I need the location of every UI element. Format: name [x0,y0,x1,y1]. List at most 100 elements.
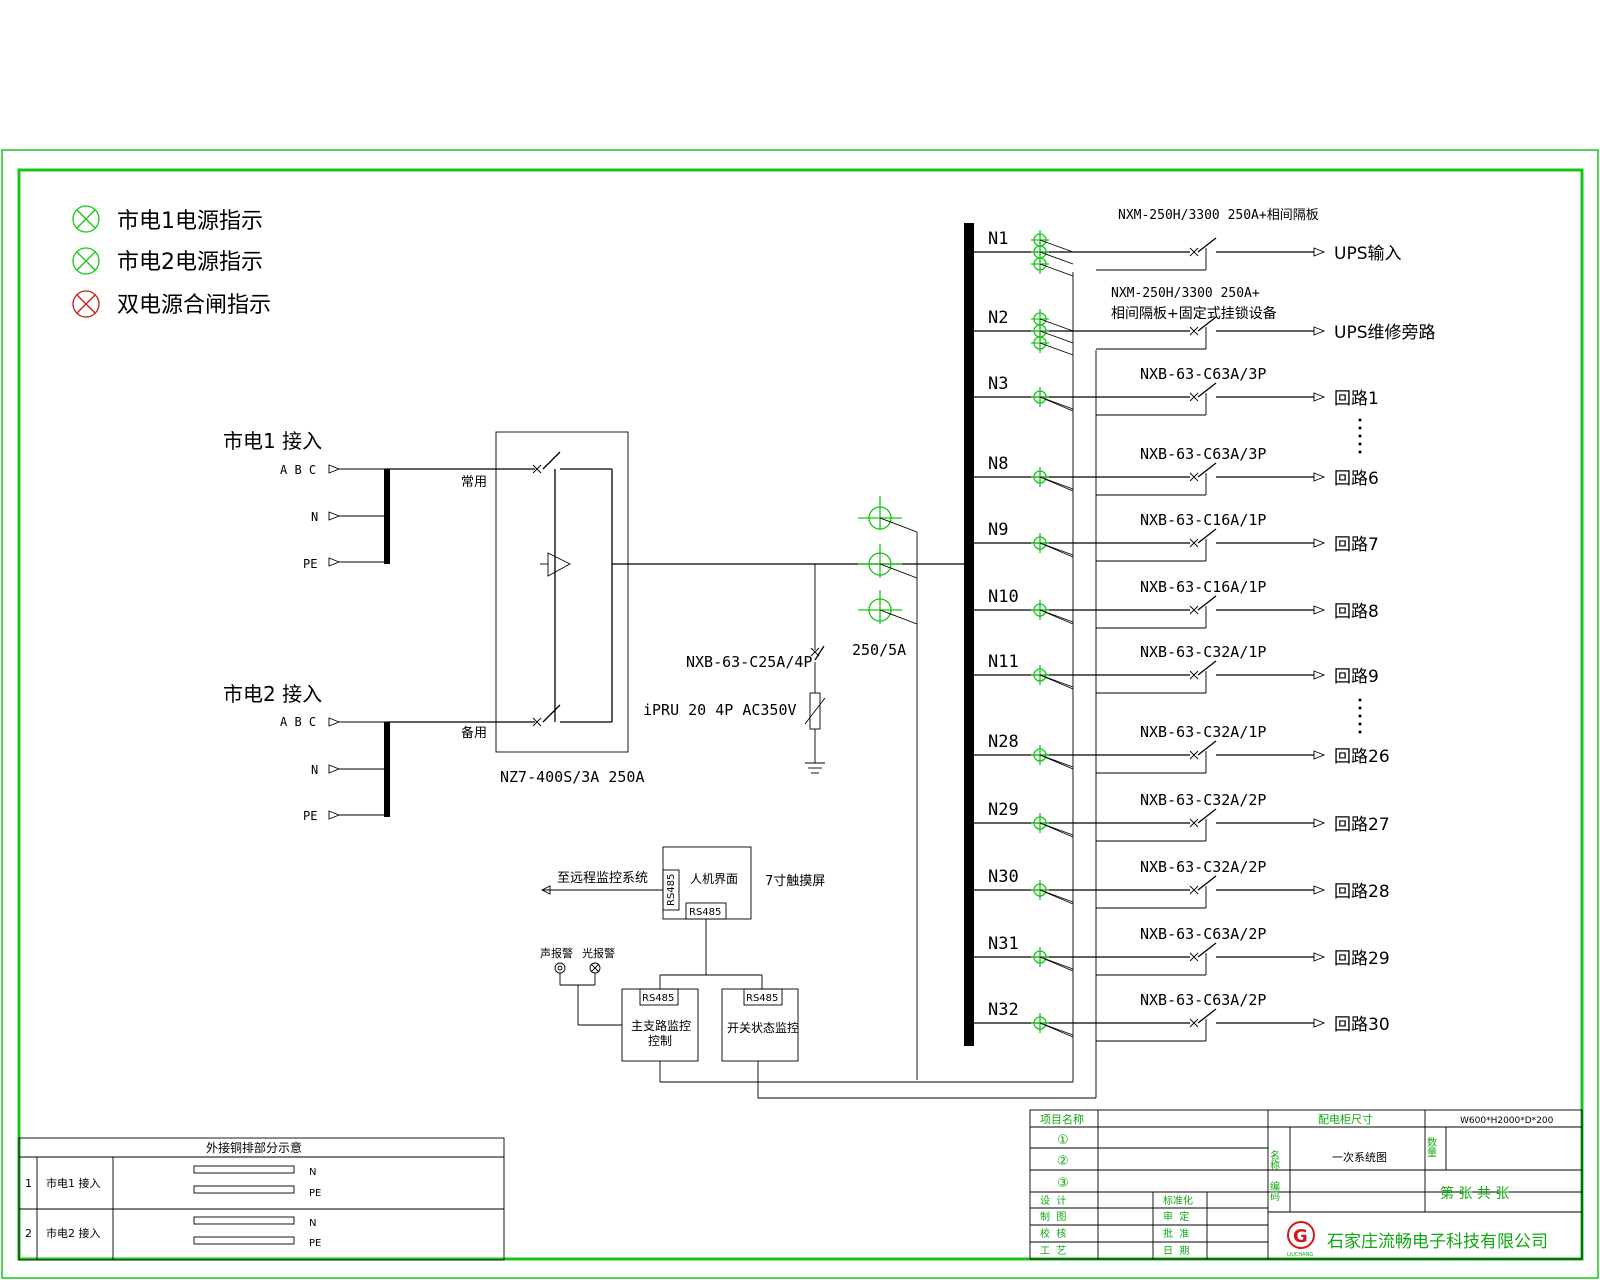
tb-circle3: ③ [1057,1176,1069,1191]
feeder-breaker-label: NXB-63-C32A/2P [1140,791,1266,809]
tb-standard: 标准化 [1163,1194,1193,1207]
outer-frame [1,149,1599,1279]
feeder-destination-label: 回路9 [1334,667,1379,687]
source2-title: 市电2 接入 [223,682,322,706]
feeder-N11: N11 NXB-63-C32A/1P 回路9 [969,643,1379,694]
tb-cabinet-size-label: 配电柜尺寸 [1318,1112,1373,1126]
monitoring-system: RS485 人机界面 RS485 7寸触摸屏 至远程监控系统 RS485 主支路… [540,846,825,1098]
screen-label: 7寸触摸屏 [765,874,825,889]
feeder-N8: N8 NXB-63-C63A/3P 回路6 [969,445,1379,496]
feeder-destination-label: 回路1 [1334,389,1379,409]
tb-circle2: ② [1057,1154,1069,1169]
busbar-row1-n: N [309,1167,316,1178]
feeder-breaker-label: NXB-63-C32A/2P [1140,858,1266,876]
tb-cabinet-size-value: W600*H2000*D*200 [1460,1116,1554,1126]
feeder-destination-label: 回路30 [1334,1015,1390,1035]
feeder-id-label: N32 [988,1000,1019,1020]
feeder-id-label: N28 [988,732,1019,752]
feeder-id-label: N8 [988,454,1008,474]
source2-abc: A B C [280,715,316,729]
busbar-row2-label: 市电2 接入 [46,1226,101,1240]
feeder-id-label: N31 [988,934,1019,954]
spd-arrester-label: iPRU 20 4P AC350V [643,701,797,719]
feeder-breaker-label: NXM-250H/3300 250A+相间隔板 [1118,208,1319,223]
tb-company: 石家庄流畅电子科技有限公司 [1327,1232,1548,1252]
feeder-N29: N29 NXB-63-C32A/2P 回路27 [969,791,1390,842]
hmi-label: 人机界面 [690,872,738,886]
busbar-table: 外接铜排部分示意 1 市电1 接入 N PE 2 市电2 接入 N PE [18,1137,505,1261]
feeder-breaker-label: NXB-63-C63A/3P [1140,365,1266,383]
legend-label-3: 双电源合闸指示 [117,293,271,318]
source2-n: N [311,763,318,777]
output-arrow-icon [1313,750,1326,760]
ats-switch: NZ7-400S/3A 250A [495,431,645,786]
source1-normal-label: 常用 [461,475,487,490]
tb-date: 日 期 [1163,1245,1189,1257]
tb-code-label: 编码 [1268,1180,1280,1202]
module2-label: 开关状态监控 [727,1021,799,1035]
feeder-breaker-label: NXB-63-C32A/1P [1140,643,1266,661]
inner-frame [17,168,1584,1261]
tb-sheet: 第 张 共 张 [1440,1185,1509,1202]
legend-lamp-icon-2 [72,247,100,275]
tb-draw: 制 图 [1040,1210,1066,1223]
source1-pe: PE [303,557,317,571]
feeder-id-label: N29 [988,800,1019,820]
company-logo-text: LIUCHANG [1287,1252,1313,1258]
source1-input: 市电1 接入 A B C N PE 常用 [223,429,535,571]
feeder-destination-label: 回路8 [1334,602,1379,622]
company-logo-icon: G LIUCHANG [1287,1221,1315,1258]
ct-ratio-label: 250/5A [852,641,906,659]
feeder-id-label: N3 [988,374,1008,394]
busbar-row2-pe: PE [309,1238,321,1249]
output-arrow-icon [1313,392,1326,402]
legend-lamp-icon-3 [72,290,100,318]
source2-backup-label: 备用 [461,725,487,741]
output-arrow-icon [1313,472,1326,482]
feeder-destination-label: 回路29 [1334,949,1390,969]
module1-port: RS485 [642,993,674,1004]
feeder-N3: N3 NXB-63-C63A/3P 回路1 [969,365,1379,416]
spd-branch: NXB-63-C25A/4P iPRU 20 4P AC350V [643,564,826,774]
feeder-breaker-label-2: 相间隔板+固定式挂锁设备 [1111,305,1277,322]
source1-title: 市电1 接入 [223,429,322,453]
feeder-N30: N30 NXB-63-C32A/2P 回路28 [969,858,1390,909]
feeder-destination-label: 回路28 [1334,882,1390,902]
feeder-breaker-label: NXM-250H/3300 250A+ [1111,286,1260,301]
tb-process: 工 艺 [1040,1245,1066,1257]
output-arrow-icon [1313,670,1326,680]
feeder-breaker-label: NXB-63-C63A/2P [1140,991,1266,1009]
source2-input: 市电2 接入 A B C N PE 备用 [223,682,535,823]
ats-model: NZ7-400S/3A 250A [500,768,645,786]
title-block: 项目名称 ① ② ③ 配电柜尺寸 W600*H2000*D*200 名称 一次系… [1029,1109,1583,1260]
feeder-destination-label: 回路27 [1334,815,1390,835]
busbar-row2-n: N [309,1218,316,1229]
tb-approve: 批 准 [1163,1227,1189,1240]
source1-abc: A B C [280,463,316,477]
light-alarm-label: 光报警 [582,946,615,960]
hmi-port-side: RS485 [666,874,677,906]
output-arrow-icon [1313,538,1326,548]
remote-label: 至远程监控系统 [557,871,648,886]
feeder-id-label: N30 [988,867,1019,887]
feeder-destination-label: 回路6 [1334,469,1379,489]
legend: 市电1电源指示 市电2电源指示 双电源合闸指示 [72,205,271,318]
tb-name-label: 名称 [1268,1149,1280,1171]
feeder-breaker-label: NXB-63-C63A/3P [1140,445,1266,463]
feeder-breaker-label: NXB-63-C16A/1P [1140,511,1266,529]
sound-alarm-label: 声报警 [540,946,573,960]
source1-n: N [311,510,318,524]
module2-port: RS485 [746,993,778,1004]
feeder-id-label: N11 [988,652,1019,672]
tb-review: 审 定 [1163,1210,1189,1223]
continuation-dots-1 [1358,418,1362,454]
output-arrow-icon [1313,326,1326,336]
feeder-breaker-label: NXB-63-C32A/1P [1140,723,1266,741]
